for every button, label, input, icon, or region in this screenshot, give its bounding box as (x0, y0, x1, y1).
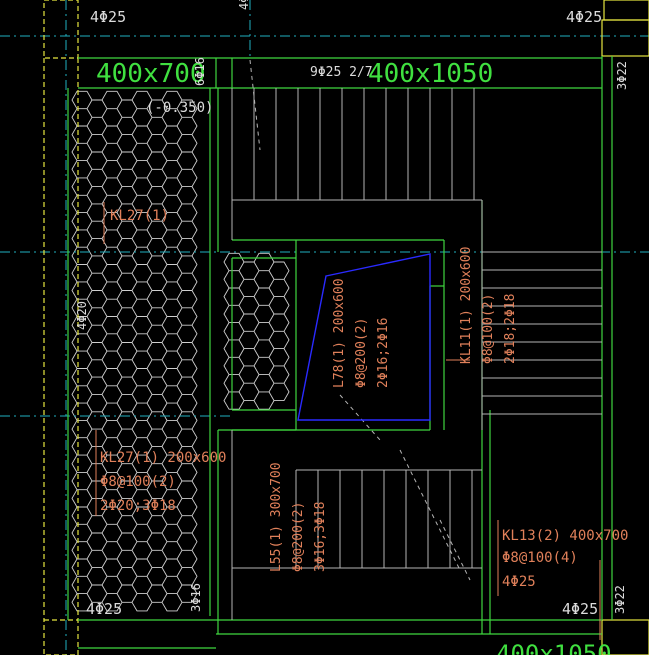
svg-text:Φ8@100(2): Φ8@100(2) (481, 294, 496, 364)
left-side-rebar: 4Φ20 (75, 301, 89, 330)
svg-text:2Φ18;2Φ18: 2Φ18;2Φ18 (503, 294, 518, 364)
stair-treads (231, 88, 602, 620)
kl13-label: KL13(2) 400x700 Φ8@100(4) 4Φ25 (502, 528, 628, 590)
svg-text:Φ8@200(2): Φ8@200(2) (354, 318, 369, 388)
shaft-outline (297, 253, 431, 421)
bottom-beam-size: 400x1050 (496, 640, 612, 655)
svg-text:Φ8@100(4): Φ8@100(4) (502, 550, 578, 566)
elevation: (-0.350) (146, 100, 213, 116)
bottom-side-rebar: 3Φ16 (189, 583, 203, 612)
top-center-rebar: 9Φ25 2/7 (310, 65, 373, 80)
top-far-right: 4Φ25 (237, 0, 251, 10)
beam-size-center: 400x1050 (368, 59, 493, 89)
text-labels: 4Φ25 4Φ25 9Φ25 2/7 400x700 400x1050 6Φ16… (75, 0, 629, 655)
svg-text:4Φ25: 4Φ25 (502, 574, 536, 590)
l55-label: L55(1) 300x700 Φ8@200(2) 3Φ16;3Φ18 (269, 462, 328, 572)
beam-side-left: 6Φ16 (193, 57, 207, 86)
beams (67, 56, 613, 649)
hatch-region (71, 90, 290, 612)
svg-text:L55(1) 300x700: L55(1) 300x700 (269, 462, 284, 572)
svg-text:L78(1) 200x600: L78(1) 200x600 (332, 278, 347, 388)
l78-label: L78(1) 200x600 Φ8@200(2) 2Φ16;2Φ16 (332, 278, 391, 388)
kl11-label: KL11(1) 200x600 Φ8@100(2) 2Φ18;2Φ18 (459, 247, 518, 364)
stair-direction (249, 59, 471, 581)
svg-text:Φ8@200(2): Φ8@200(2) (291, 502, 306, 572)
svg-text:Φ8@100(2): Φ8@100(2) (100, 474, 176, 490)
top-right-rebar: 4Φ25 (566, 8, 602, 26)
walls-columns (43, 0, 649, 655)
kl27-short: KL27(1) (110, 208, 169, 224)
right-side-rebar: 3Φ22 (615, 61, 629, 90)
svg-text:KL13(2) 400x700: KL13(2) 400x700 (502, 528, 628, 544)
svg-text:KL27(1) 200x600: KL27(1) 200x600 (100, 450, 226, 466)
svg-text:3Φ16;3Φ18: 3Φ16;3Φ18 (313, 502, 328, 572)
svg-text:2Φ20;3Φ18: 2Φ20;3Φ18 (100, 498, 176, 514)
slab-hatch-mid (223, 252, 290, 410)
svg-text:KL11(1) 200x600: KL11(1) 200x600 (459, 247, 474, 364)
top-left-rebar: 4Φ25 (90, 8, 126, 26)
bottom-right-side: 3Φ22 (613, 585, 627, 614)
label-leaders (95, 202, 601, 640)
bottom-right-rebar: 4Φ25 (562, 600, 598, 618)
kl27-full-label: KL27(1) 200x600 Φ8@100(2) 2Φ20;3Φ18 (100, 450, 226, 514)
bottom-left-rebar: 4Φ25 (86, 600, 122, 618)
slab-hatch-left (71, 90, 198, 612)
svg-text:2Φ16;2Φ16: 2Φ16;2Φ16 (376, 318, 391, 388)
beam-size-left: 400x700 (96, 59, 206, 89)
